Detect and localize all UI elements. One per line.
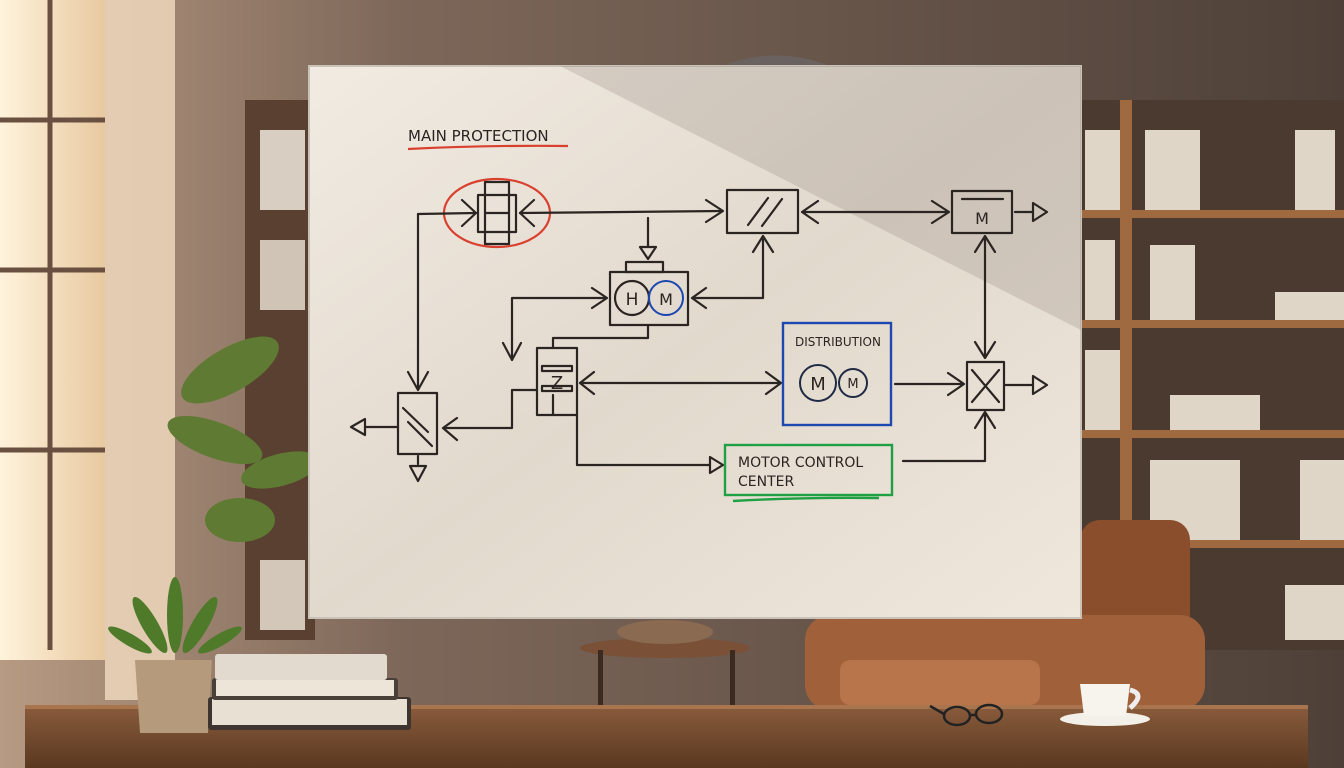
ground-symbol [408,454,428,483]
motor-control-center-box: MOTOR CONTROL CENTER [723,443,894,503]
distribution-label: DISTRIBUTION [795,335,881,349]
feedback-arrow [690,234,775,310]
bookshelf-right [1082,100,1344,650]
side-table [580,620,750,705]
arrow-head [704,198,725,224]
switch-output-arrow [1003,374,1049,396]
mcc-to-switch-arrow [901,410,997,463]
motor-box: M [950,189,1014,235]
hm-label-h: H [626,290,639,310]
window [0,0,175,700]
hm-label-m: M [659,290,673,309]
output-arrow [1013,201,1049,223]
bookshelf-left [245,100,315,640]
diagram: MAIN PROTECTION M [349,127,1049,503]
whiteboard [308,65,1082,619]
coffee-cup [1060,684,1150,726]
motor-box-label: M [975,209,989,228]
distribution-out-arrow [893,371,966,397]
vertical-double-arrow [973,234,997,360]
diagram-title: MAIN PROTECTION [408,127,549,145]
z-distribution-arrow [578,370,783,396]
potted-plant [108,577,242,733]
hm-to-z-line [551,323,650,350]
z-to-left-arrow [441,388,539,442]
z-label: Z [551,373,563,394]
distribution-m-right: M [847,377,858,392]
distribution-box: DISTRIBUTION M M [781,321,893,427]
double-arrow [800,199,951,225]
eyeglasses [929,703,1004,727]
hm-loop-arrow [501,286,609,362]
feed-line [416,209,724,216]
plant [167,336,319,542]
z-to-mcc-arrow [575,413,725,475]
left-output-arrow [349,417,400,437]
title-underline [407,144,569,151]
distribution-m-left: M [810,374,826,395]
z-block: Z [535,346,579,417]
converter-box [725,188,800,235]
left-feed-arrow [406,212,430,392]
left-converter-box [396,391,439,456]
pendant-lamp [722,55,830,66]
hm-input-arrow [638,216,658,261]
switch-box [965,360,1006,412]
mcc-label-line2: CENTER [738,474,794,490]
mcc-label-line1: MOTOR CONTROL [738,455,863,471]
book-stack [208,654,411,730]
